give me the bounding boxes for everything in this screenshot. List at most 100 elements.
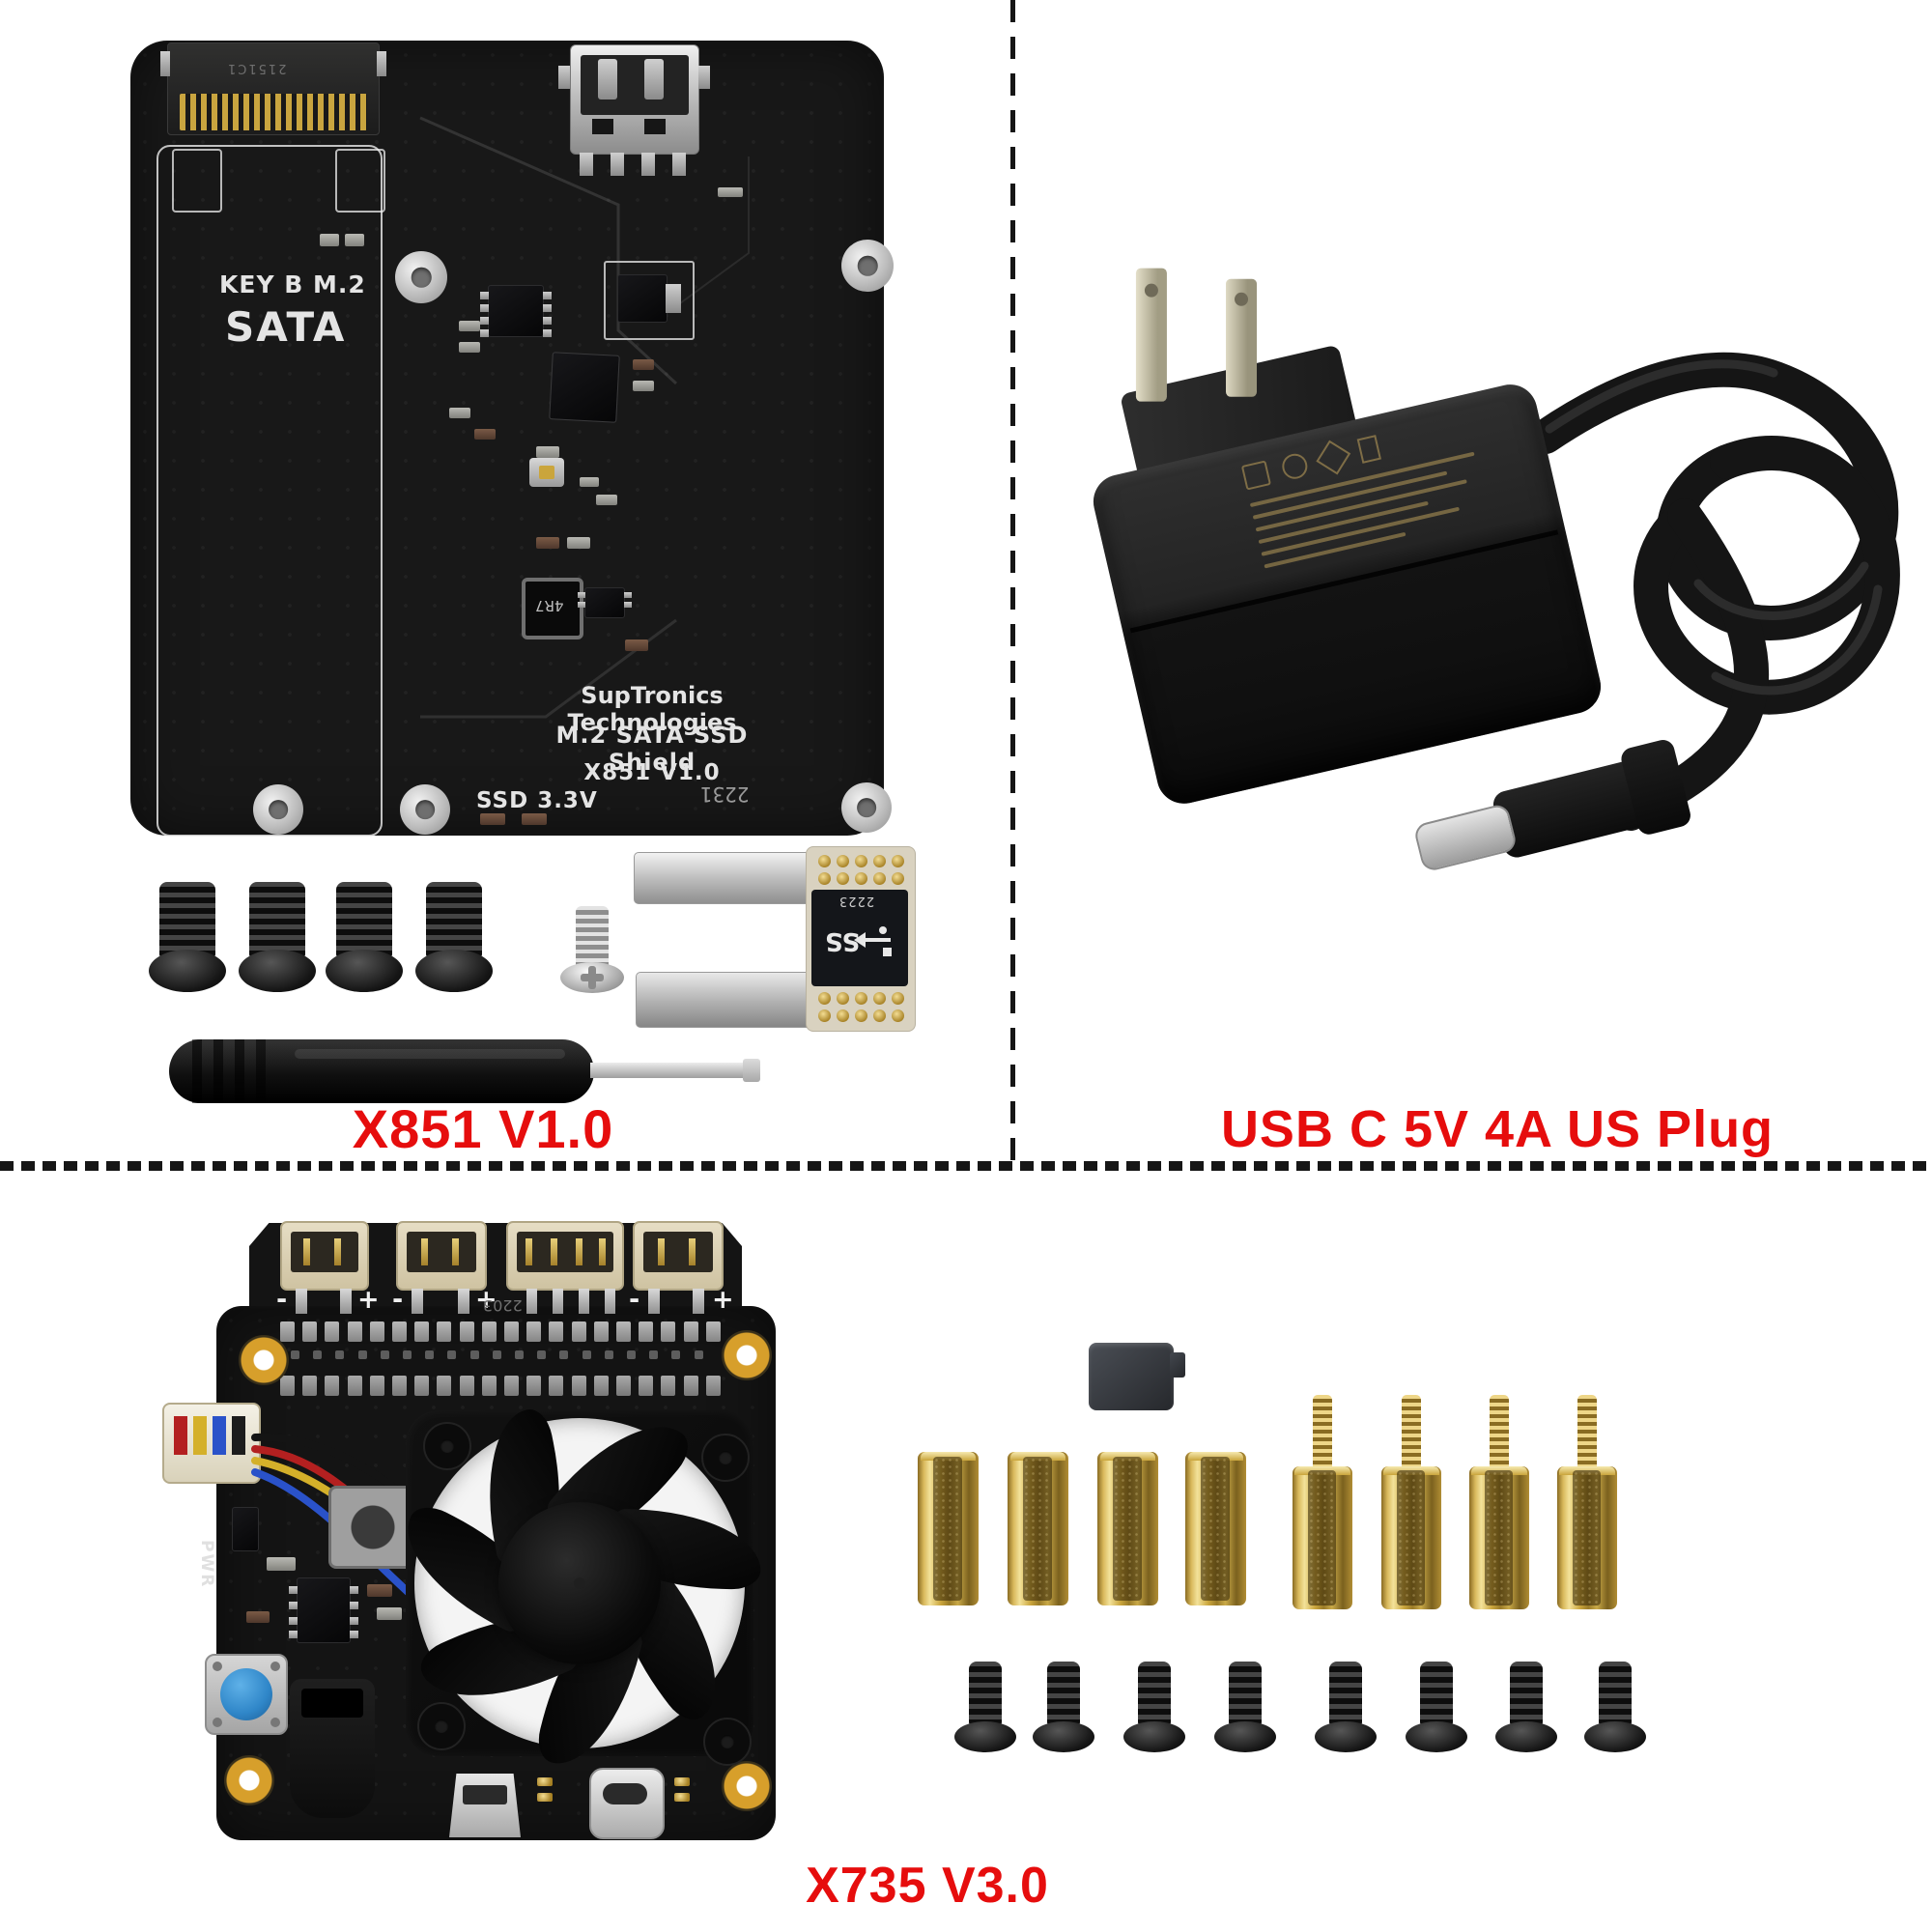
- usb-ss-logo: SS: [825, 919, 895, 967]
- m2-gold-fingers: [180, 94, 367, 130]
- smd-cap: [459, 321, 480, 331]
- sata-bridge-chip: [549, 352, 620, 423]
- smd-pad: [320, 234, 339, 246]
- small-black-screw: [1214, 1662, 1276, 1754]
- brass-standoff-male: [1293, 1466, 1352, 1609]
- crystal: [529, 458, 564, 487]
- screw-ring: [253, 784, 303, 835]
- x735-date-code: 2203: [483, 1296, 523, 1315]
- gpio-pad: [526, 1321, 542, 1342]
- gpio-via: [559, 1350, 569, 1359]
- gpio-via: [604, 1350, 613, 1359]
- gpio-via: [582, 1350, 591, 1359]
- gpio-pad: [705, 1321, 721, 1342]
- us-plug-prong: [1226, 278, 1258, 397]
- x851-board: 2151C1 KEY B M.2 SATA: [130, 41, 894, 837]
- gpio-via: [291, 1350, 299, 1359]
- ssd-outline-ear-right: [335, 149, 385, 213]
- standoff-thread: [1402, 1395, 1421, 1470]
- dc-jack: [290, 1679, 375, 1818]
- fan-hub: [498, 1502, 661, 1664]
- black-screw: [415, 882, 493, 994]
- gpio-pad: [504, 1376, 519, 1396]
- usb-c-metal-tip: [1412, 802, 1519, 873]
- screwdriver-handle: [169, 1039, 594, 1103]
- brass-standoff-female: [1008, 1452, 1068, 1605]
- small-black-screw: [1315, 1662, 1377, 1754]
- gpio-via: [425, 1350, 435, 1359]
- small-black-screw: [1495, 1662, 1557, 1754]
- smd-cap: [536, 446, 559, 458]
- smd-pad: [674, 1777, 690, 1786]
- gpio-pad: [549, 1321, 564, 1342]
- smd-cap: [536, 537, 559, 549]
- silk-sata: SATA: [225, 303, 347, 351]
- gpio-pad: [639, 1376, 654, 1396]
- jst-leg: [579, 1289, 589, 1314]
- smd-cap: [449, 408, 470, 418]
- power-inductor: 4R7: [522, 578, 583, 639]
- polarity-plus: +: [357, 1285, 380, 1315]
- silk-date-code: 2231: [700, 782, 750, 806]
- fan-screw: [701, 1434, 750, 1482]
- brass-standoff-male: [1557, 1466, 1617, 1609]
- standoff-ring: [395, 251, 447, 303]
- us-plug-prong: [1135, 268, 1167, 402]
- usb-a-leg: [641, 153, 655, 176]
- gpio-via: [515, 1350, 524, 1359]
- pwr-label: PWR: [197, 1540, 216, 1589]
- gpio-pad: [392, 1376, 407, 1396]
- bridge-pcb: 2223 SS: [806, 846, 916, 1032]
- gpio-pad: [347, 1376, 362, 1396]
- gpio-pad: [526, 1376, 542, 1396]
- smd-cap: [633, 359, 654, 370]
- standoff-ring: [841, 240, 894, 292]
- smd-cap: [580, 477, 599, 487]
- jumper-pad: [480, 813, 505, 825]
- gpio-via: [627, 1350, 636, 1359]
- gpio-via: [537, 1350, 547, 1359]
- horizontal-dashed-divider: [0, 1161, 1932, 1171]
- jumper-pad: [522, 813, 547, 825]
- gpio-pad: [616, 1376, 631, 1396]
- small-black-screw: [1123, 1662, 1185, 1754]
- gpio-pad: [683, 1376, 698, 1396]
- silk-version: X851 V1.0: [583, 760, 721, 785]
- small-black-screw: [1033, 1662, 1094, 1754]
- usb-a-shield-pad: [558, 66, 570, 89]
- screw-ring: [400, 784, 450, 835]
- gpio-pad: [280, 1321, 295, 1342]
- gpio-pad: [325, 1376, 340, 1396]
- mount-hole: [239, 1335, 289, 1385]
- fan-screw: [423, 1422, 471, 1470]
- silk-key-b: KEY B M.2: [219, 270, 366, 298]
- smd-cap: [567, 537, 590, 549]
- gpio-pad: [414, 1376, 430, 1396]
- jst-leg: [458, 1289, 469, 1314]
- gpio-pad: [392, 1321, 407, 1342]
- gpio-pad: [639, 1321, 654, 1342]
- gpio-pad: [481, 1321, 497, 1342]
- ssd-outline-silkscreen: [156, 145, 383, 837]
- standoff-thread: [1490, 1395, 1509, 1470]
- gpio-pad: [616, 1321, 631, 1342]
- gpio-pad: [481, 1376, 497, 1396]
- bridge-arm-top: [634, 852, 811, 904]
- fan-screw: [417, 1702, 466, 1750]
- m2-mount-tab-left: [160, 51, 170, 76]
- smd-pad: [345, 234, 364, 246]
- black-screw: [149, 882, 226, 994]
- gpio-pad: [661, 1376, 676, 1396]
- smd-cap: [633, 381, 654, 391]
- black-screw: [326, 882, 403, 994]
- smd-pad: [537, 1777, 553, 1786]
- jumper-cap-tab: [1170, 1352, 1185, 1378]
- bridge-arm-bottom: [636, 972, 813, 1028]
- usb-a-cavity: [581, 55, 689, 115]
- gpio-via: [357, 1350, 367, 1359]
- smd-cap: [474, 429, 496, 440]
- gpio-via: [403, 1350, 412, 1359]
- gpio-via: [313, 1350, 323, 1359]
- smd-cap: [596, 495, 617, 505]
- gpio-pad: [571, 1376, 586, 1396]
